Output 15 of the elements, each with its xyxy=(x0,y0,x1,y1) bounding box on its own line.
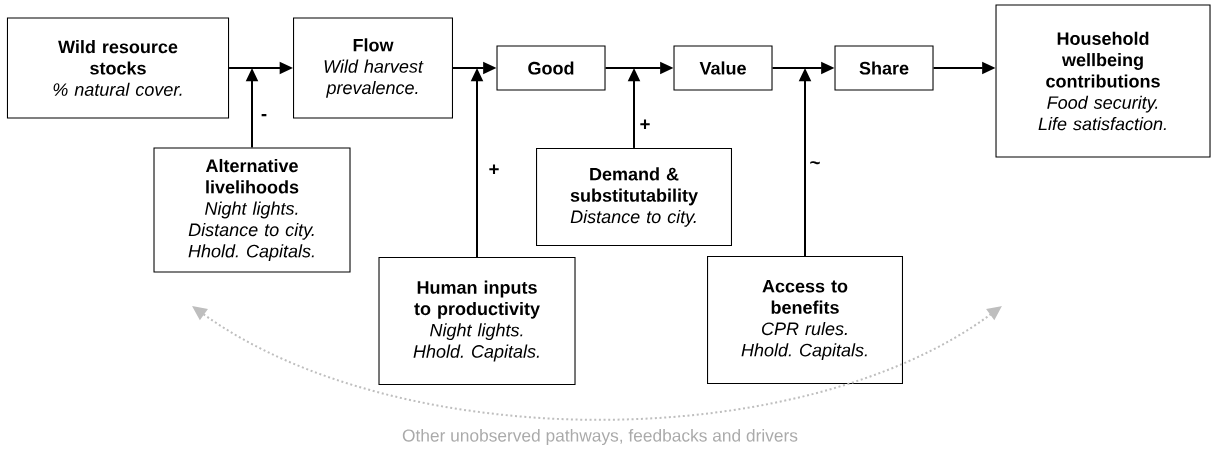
process-box: Alternative livelihoods Night lights. Distance to city. Hhold. Capitals. xyxy=(153,147,351,273)
process-box: Demand & substitutability Distance to city. xyxy=(536,147,732,247)
process-box: Household wellbeing contributions Food security. Life satisfaction. xyxy=(995,4,1211,158)
edge-label: + xyxy=(640,119,650,129)
caption-text: Other unobserved pathways, feedbacks and drivers xyxy=(402,428,798,446)
process-box: Access to benefits CPR rules. Hhold. Capitals. xyxy=(707,256,903,384)
process-box: Wild resource stocks % natural cover. xyxy=(6,17,230,119)
process-box: Good xyxy=(496,45,606,91)
process-box: Share xyxy=(834,45,934,91)
edge-label: + xyxy=(489,164,499,174)
process-box: Flow Wild harvest prevalence. xyxy=(293,17,453,119)
edge-label: ~ xyxy=(810,161,820,165)
process-box: Value xyxy=(673,45,773,91)
process-box: Human inputs to productivity Night lights. Hhold. Capitals. xyxy=(378,257,576,385)
edge-label: - xyxy=(261,114,267,117)
